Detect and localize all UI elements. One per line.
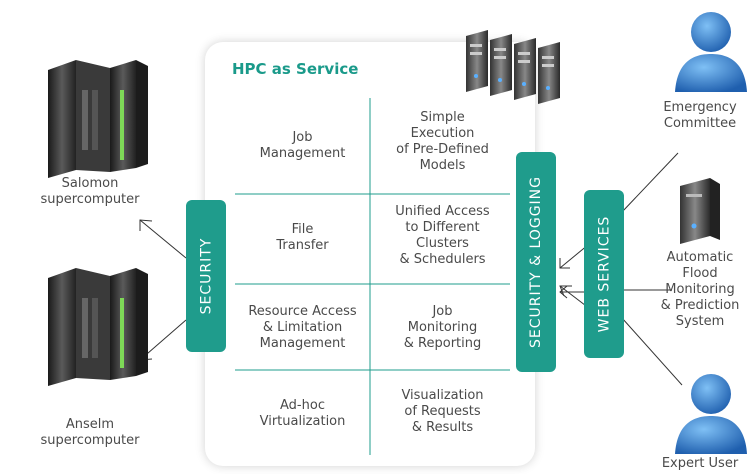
label-line: Anselm: [65, 417, 115, 432]
label-line: System: [675, 314, 725, 329]
label-line: Flood: [682, 266, 718, 281]
label-line: Committee: [663, 116, 737, 131]
cell-line: File: [291, 222, 314, 237]
cell-visualization: Visualization of Requests & Results: [375, 388, 510, 436]
label-line: supercomputer: [40, 192, 140, 207]
label-line: Expert User: [661, 456, 739, 471]
cell-line: Models: [419, 158, 466, 173]
label-line: supercomputer: [40, 433, 140, 448]
cell-line: of Requests: [404, 404, 481, 419]
cell-line: of Pre-Defined: [396, 142, 489, 157]
cell-line: & Schedulers: [399, 252, 486, 267]
cell-adhoc-virtualization: Ad-hoc Virtualization: [240, 398, 365, 430]
cell-line: Simple: [420, 110, 465, 125]
server-tower-icon: [680, 178, 720, 244]
cell-line: Clusters: [416, 236, 469, 251]
cell-line: Job: [432, 304, 453, 319]
label-line: Monitoring: [665, 282, 735, 297]
automatic-system-label: Automatic Flood Monitoring & Prediction …: [650, 250, 750, 330]
person-icon: [675, 374, 747, 454]
cell-line: Transfer: [276, 238, 329, 253]
expert-user-label: Expert User: [650, 456, 750, 472]
label-line: Automatic: [666, 250, 734, 265]
cell-line: Ad-hoc: [280, 398, 325, 413]
cell-line: & Reporting: [403, 336, 482, 351]
cell-line: Monitoring: [407, 320, 478, 335]
panel-title: HPC as Service: [232, 60, 359, 78]
cell-job-monitoring: Job Monitoring & Reporting: [375, 304, 510, 352]
cell-job-management: Job Management: [240, 130, 365, 162]
cell-file-transfer: File Transfer: [240, 222, 365, 254]
cell-line: Resource Access: [248, 304, 357, 319]
security-logging-bar-label: SECURITY & LOGGING: [528, 176, 544, 348]
cell-line: Job: [292, 130, 313, 145]
panel-grid: [235, 98, 510, 455]
cell-line: Management: [259, 336, 346, 351]
cell-line: Unified Access: [395, 204, 490, 219]
anselm-label: Anselm supercomputer: [20, 417, 160, 449]
label-line: Emergency: [663, 100, 737, 115]
salomon-label: Salomon supercomputer: [20, 176, 160, 208]
cell-line: Management: [259, 146, 346, 161]
emergency-committee-label: Emergency Committee: [650, 100, 750, 132]
cell-simple-execution: Simple Execution of Pre-Defined Models: [375, 110, 510, 174]
cell-line: Virtualization: [259, 414, 346, 429]
cell-resource-access: Resource Access & Limitation Management: [240, 304, 365, 352]
cell-line: Execution: [410, 126, 475, 141]
label-line: & Prediction: [660, 298, 740, 313]
security-bar-label: SECURITY: [198, 237, 214, 315]
supercomputer-rack-icon: [48, 268, 148, 386]
security-logging-bar: SECURITY & LOGGING: [516, 152, 556, 372]
cell-line: to Different: [405, 220, 480, 235]
web-services-bar-label: WEB SERVICES: [596, 215, 612, 333]
web-services-bar: WEB SERVICES: [584, 190, 624, 358]
cell-line: & Limitation: [262, 320, 343, 335]
person-icon: [675, 12, 747, 92]
cell-unified-access: Unified Access to Different Clusters & S…: [375, 204, 510, 268]
security-bar: SECURITY: [186, 200, 226, 352]
cell-line: Visualization: [401, 388, 484, 403]
server-cluster-icon: [466, 30, 560, 104]
cell-line: & Results: [411, 420, 474, 435]
label-line: Salomon: [61, 176, 119, 191]
supercomputer-rack-icon: [48, 60, 148, 178]
